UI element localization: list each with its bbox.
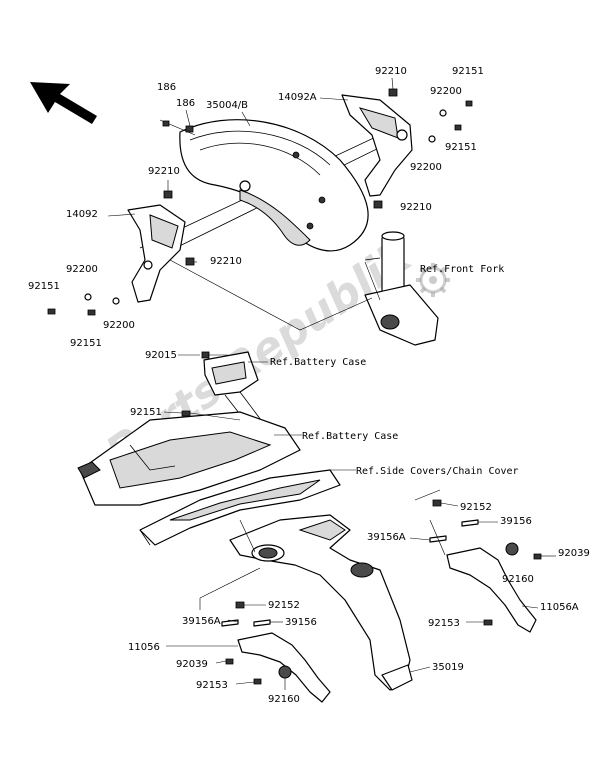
left-fender-bracket bbox=[127, 204, 186, 303]
front-fender bbox=[179, 119, 369, 252]
label-11056a: 11056A bbox=[540, 602, 579, 613]
rear-fender-frame bbox=[229, 514, 413, 691]
front-fork-reference bbox=[364, 231, 439, 346]
right-fender-bracket bbox=[341, 94, 413, 197]
ref-battery-case: Ref.Battery Case bbox=[302, 431, 398, 442]
label-186: 186 bbox=[176, 98, 195, 109]
label-92160: 92160 bbox=[268, 694, 300, 705]
ref-front-fork: Ref.Front Fork bbox=[420, 264, 504, 275]
label-92200: 92200 bbox=[103, 320, 135, 331]
label-92153: 92153 bbox=[428, 618, 460, 629]
label-92151: 92151 bbox=[28, 281, 60, 292]
label-leader-lines bbox=[107, 77, 556, 690]
front-direction-arrow-icon bbox=[30, 82, 97, 124]
side-cover-panel bbox=[139, 469, 341, 546]
label-186: 186 bbox=[157, 82, 176, 93]
right-rear-stay bbox=[446, 542, 537, 633]
label-39156: 39156 bbox=[285, 617, 317, 628]
ref-battery-case: Ref.Battery Case bbox=[270, 357, 366, 368]
label-92151: 92151 bbox=[452, 66, 484, 77]
label-92152: 92152 bbox=[460, 502, 492, 513]
label-92151: 92151 bbox=[70, 338, 102, 349]
left-rear-stay bbox=[237, 632, 331, 703]
label-39156a: 39156A bbox=[367, 532, 406, 543]
label-92153: 92153 bbox=[196, 680, 228, 691]
label-92039: 92039 bbox=[176, 659, 208, 670]
label-92200: 92200 bbox=[66, 264, 98, 275]
battery-case-bracket bbox=[203, 351, 271, 441]
part-number-labels: 186 186 35004/B 14092A 92210 92151 92200… bbox=[28, 66, 590, 705]
label-35019: 35019 bbox=[432, 662, 464, 673]
ref-side-covers: Ref.Side Covers/Chain Cover bbox=[356, 466, 519, 477]
label-92210: 92210 bbox=[148, 166, 180, 177]
label-92151: 92151 bbox=[130, 407, 162, 418]
label-92200: 92200 bbox=[430, 86, 462, 97]
label-92200: 92200 bbox=[410, 162, 442, 173]
label-14092a: 14092A bbox=[278, 92, 317, 103]
label-92210: 92210 bbox=[400, 202, 432, 213]
label-14092: 14092 bbox=[66, 209, 98, 220]
label-92151: 92151 bbox=[445, 142, 477, 153]
label-39156: 39156 bbox=[500, 516, 532, 527]
label-92210: 92210 bbox=[375, 66, 407, 77]
reference-labels: Ref.Front Fork Ref.Battery Case Ref.Batt… bbox=[270, 264, 519, 477]
label-92152: 92152 bbox=[268, 600, 300, 611]
rear-undertray bbox=[77, 411, 301, 506]
label-92015: 92015 bbox=[145, 350, 177, 361]
label-92039: 92039 bbox=[558, 548, 590, 559]
fender-hardware bbox=[47, 88, 473, 316]
label-11056: 11056 bbox=[128, 642, 160, 653]
label-92210: 92210 bbox=[210, 256, 242, 267]
label-35004b: 35004/B bbox=[206, 100, 248, 111]
rear-leader-lines bbox=[189, 354, 446, 610]
label-39156a: 39156A bbox=[182, 616, 221, 627]
rear-hardware bbox=[181, 351, 542, 685]
gear-icon bbox=[416, 263, 450, 297]
label-92160: 92160 bbox=[502, 574, 534, 585]
